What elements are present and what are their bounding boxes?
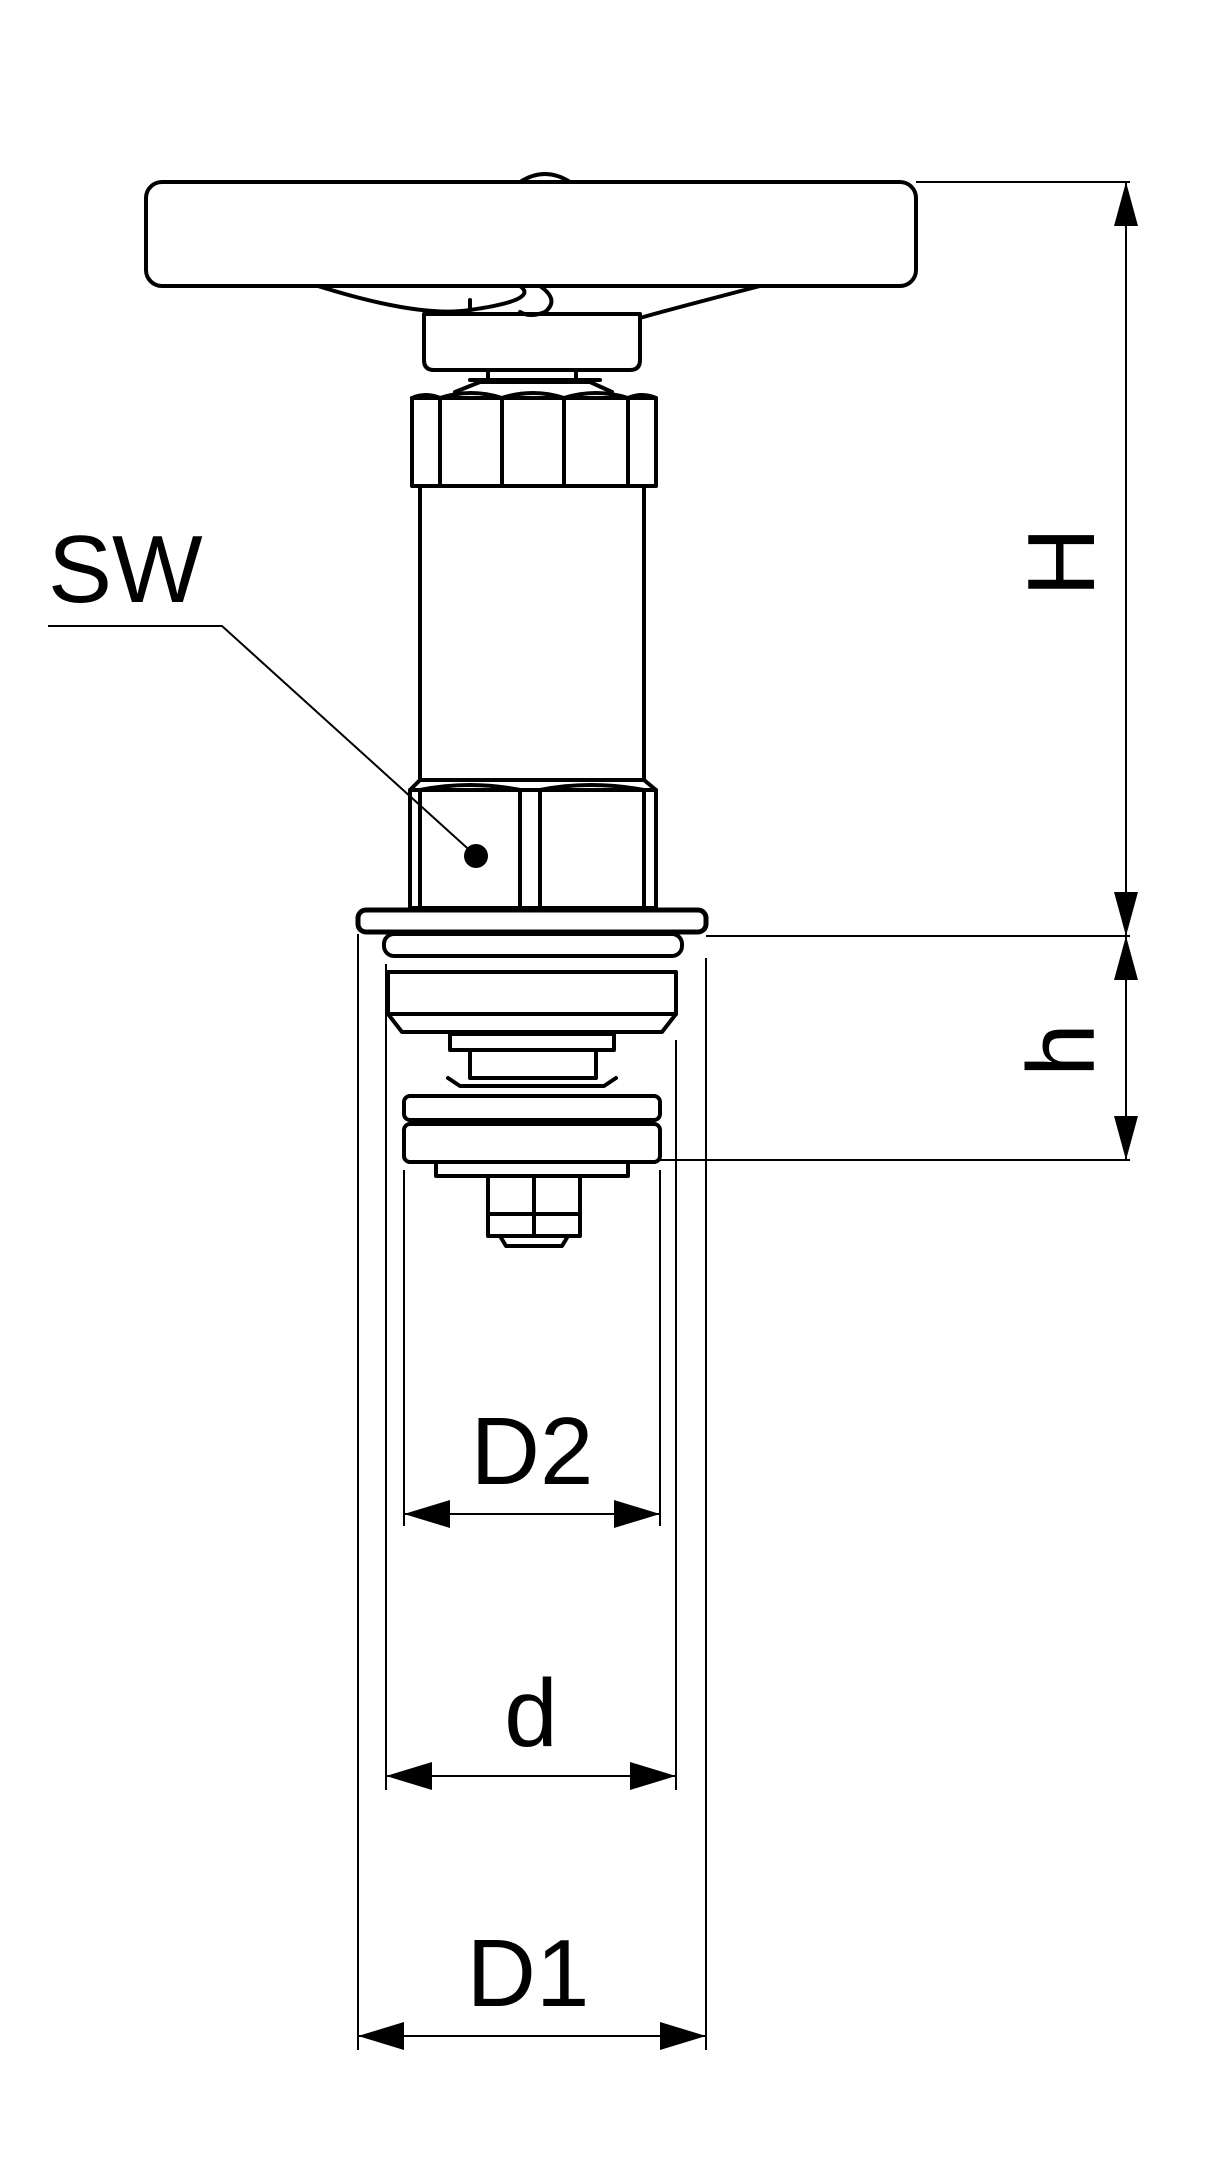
label-h: h [1008,1023,1115,1076]
label-sw: SW [48,516,203,623]
label-H: H [1008,527,1115,596]
sw-leader [48,625,477,857]
label-d: d [504,1660,557,1767]
bottom-nut [486,1174,582,1248]
valve-body [418,484,646,782]
upper-hex-nut [410,391,658,488]
dimension-D1 [358,2022,706,2050]
dimension-D2 [404,1500,660,1528]
label-D2: D2 [471,1398,594,1505]
valve-disc [402,1094,662,1178]
dimension-H [1114,182,1138,936]
label-D1: D1 [467,1920,590,2027]
handwheel [144,172,918,320]
dimension-d [386,1762,676,1790]
handwheel-hub [422,312,642,394]
seat-insert [386,970,678,1088]
dimension-h [1114,936,1138,1160]
extension-lines [357,181,1130,2050]
sw-hex [408,778,658,910]
flange-washer [355,907,709,958]
